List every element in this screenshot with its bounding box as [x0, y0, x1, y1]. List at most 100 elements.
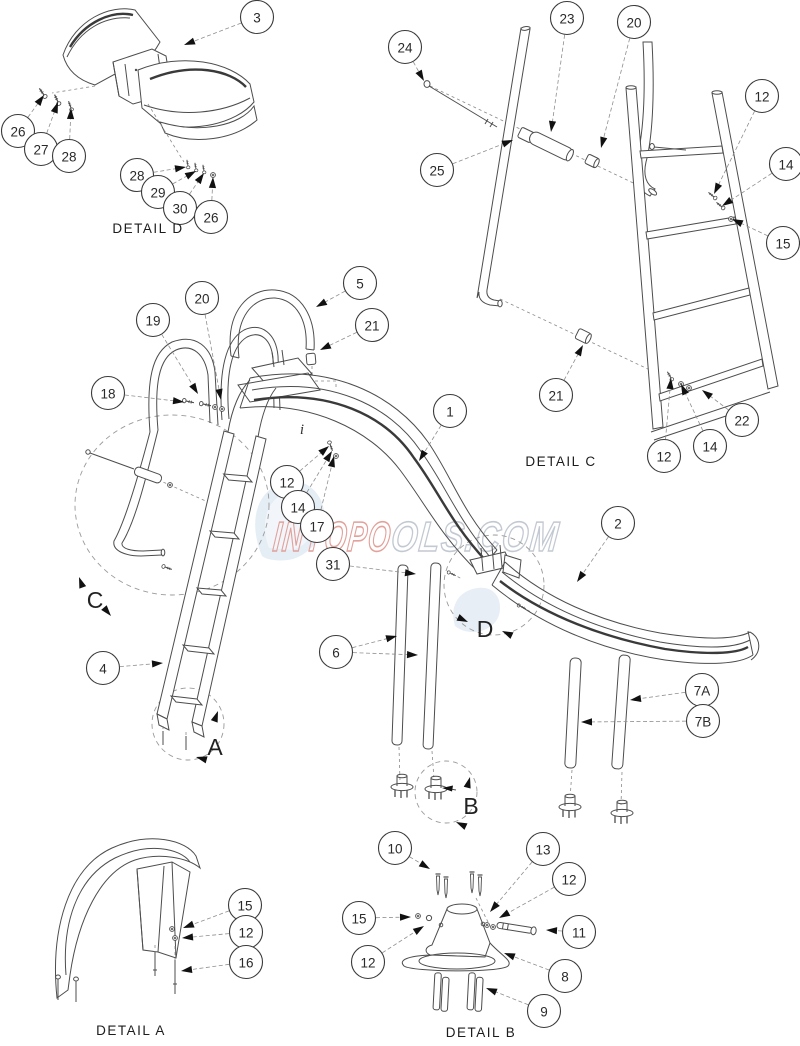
leader-line [323, 290, 346, 304]
callout-number: 4 [99, 662, 107, 677]
callout-number: 13 [535, 843, 550, 858]
detail-c-ladder-assembly [423, 26, 779, 441]
callout-number: 14 [290, 501, 306, 516]
leader-line [320, 464, 333, 510]
leader-arrowhead [323, 451, 332, 463]
callout-circle [342, 265, 378, 301]
leader-line [452, 142, 505, 165]
detail-label-detail-c: DETAIL C [525, 454, 596, 469]
leader-line [495, 861, 533, 906]
callout-12: 12 [646, 438, 682, 474]
leader-line [306, 458, 328, 493]
callout-circle [162, 190, 198, 226]
callout-circle [193, 199, 229, 235]
callout-number: 6 [332, 646, 340, 661]
leader-line [581, 536, 609, 575]
detail-circle-b [414, 760, 478, 824]
leader-line [349, 565, 408, 574]
main-assembly [85, 289, 760, 825]
callout-circle [551, 861, 587, 897]
leader-line [124, 394, 176, 402]
leader-arrowhead [504, 953, 516, 961]
callout-circle [0, 113, 36, 149]
main-ladder [156, 430, 267, 750]
callout-number: 10 [387, 842, 402, 857]
leader-arrowhead [172, 397, 184, 405]
callout-number: 12 [360, 956, 375, 971]
leader-arrowhead [181, 965, 193, 974]
callout-number: 14 [702, 440, 718, 455]
leader-line [299, 451, 323, 472]
callout-21: 21 [538, 377, 574, 413]
leader-arrowhead [577, 570, 587, 582]
detail-a-leg-section [55, 838, 202, 1002]
callout-number: 23 [559, 12, 574, 27]
leader-line [412, 61, 420, 74]
callout-20: 20 [616, 4, 652, 40]
callout-12: 12 [551, 861, 587, 897]
callout-7B: 7B [685, 703, 721, 739]
leader-line [563, 352, 580, 381]
leader-arrowhead [50, 102, 58, 114]
callout-circle [724, 402, 760, 438]
leader-arrowhead [681, 384, 689, 396]
leader-line [423, 425, 442, 454]
leader-arrowhead [418, 860, 430, 869]
detail-circle-d [443, 534, 545, 636]
leader-line [739, 222, 768, 237]
callout-30: 30 [162, 190, 198, 226]
callout-number: 1 [446, 405, 454, 420]
callout-number: 15 [775, 237, 790, 252]
leader-line [46, 110, 56, 134]
callout-number: 21 [548, 389, 563, 404]
leader-line [589, 720, 687, 723]
anchor-flanges [390, 773, 634, 825]
callout-number: 12 [656, 450, 671, 465]
callout-number: 3 [253, 11, 261, 26]
callout-15: 15 [341, 900, 377, 936]
detail-d-bracket-assembly [36, 8, 258, 178]
leader-arrowhead [406, 651, 418, 659]
leader-arrowhead [415, 69, 424, 81]
callout-number: 7A [694, 684, 711, 699]
leader-arrowhead [722, 196, 734, 206]
callout-number: 15 [237, 899, 252, 914]
callout-circle [525, 831, 561, 867]
leader-line [192, 22, 242, 43]
leader-line [409, 856, 423, 865]
leader-line [717, 111, 755, 187]
callout-13: 13 [525, 831, 561, 867]
callout-number: 15 [351, 912, 366, 927]
callout-circle [744, 78, 780, 114]
callout-circle [228, 944, 264, 980]
leader-line [352, 637, 389, 649]
callout-circle [184, 280, 220, 316]
callout-6: 6 [318, 634, 354, 670]
leader-line [382, 930, 417, 954]
callout-number: 26 [203, 211, 218, 226]
leader-line [69, 116, 72, 140]
callout-circle [318, 634, 354, 670]
callout-1: 1 [432, 393, 468, 429]
callout-24: 24 [387, 29, 423, 65]
leader-arrowhead [316, 298, 328, 307]
callout-number: 29 [150, 186, 165, 201]
leader-arrowhead [184, 37, 196, 45]
leader-arrowhead [581, 718, 593, 726]
callout-7A: 7A [684, 672, 720, 708]
leader-line [708, 395, 729, 411]
callout-number: 12 [238, 926, 253, 941]
leader-line [153, 168, 178, 173]
callout-16: 16 [228, 944, 264, 980]
callout-number: 19 [145, 314, 160, 329]
leader-line [204, 314, 220, 392]
leader-line [512, 955, 550, 971]
callout-circle [315, 546, 351, 582]
callout-number: 27 [33, 143, 48, 158]
callout-31: 31 [315, 546, 351, 582]
callout-number: 28 [61, 150, 76, 165]
detail-label-detail-b: DETAIL B [446, 1025, 517, 1040]
callout-9: 9 [526, 993, 562, 1029]
callout-number: 2 [614, 517, 622, 532]
leader-arrowhead [210, 711, 218, 723]
